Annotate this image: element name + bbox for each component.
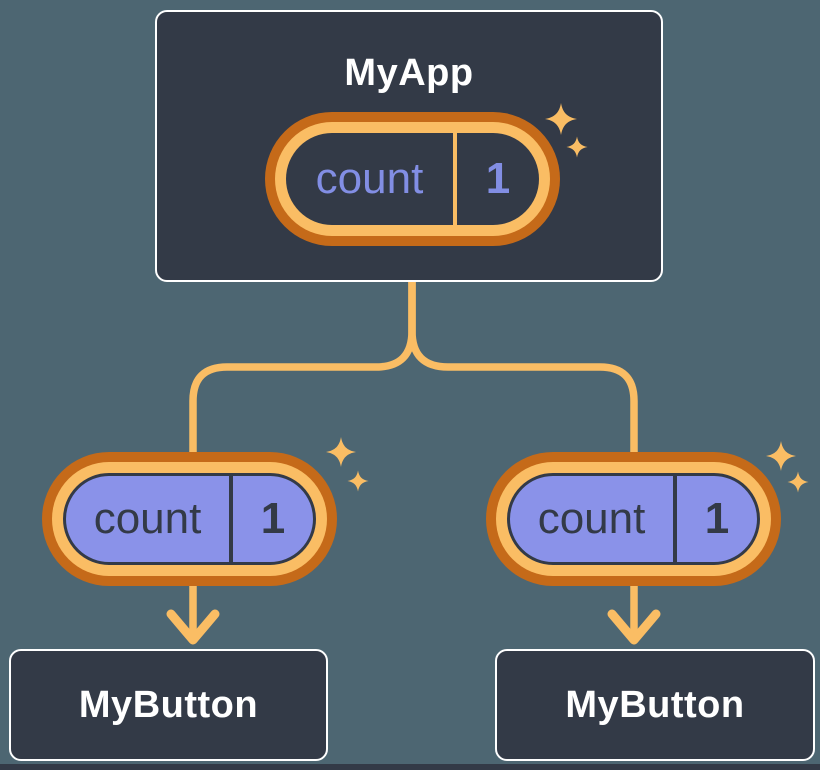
pill-divider — [452, 133, 457, 225]
component-title-myapp: MyApp — [344, 52, 474, 94]
prop-value-label: 1 — [260, 494, 286, 543]
state-value-label: 1 — [485, 154, 511, 203]
branch-right-line — [408, 278, 638, 462]
prop-pill-left: count 1 — [42, 452, 337, 586]
prop-pill-ring: count 1 — [52, 462, 327, 576]
component-box-mybutton-left: MyButton — [9, 649, 328, 761]
state-pill: count 1 — [265, 112, 560, 246]
sparkles-icon-prop-left — [326, 437, 369, 492]
state-pill-ring: count 1 — [275, 122, 550, 236]
branch-left-line — [189, 278, 416, 462]
component-title-mybutton: MyButton — [78, 684, 259, 726]
component-box-mybutton-right: MyButton — [495, 649, 815, 761]
sparkles-icon-prop-right — [766, 441, 809, 493]
component-box-myapp: MyApp count 1 — [155, 10, 663, 282]
arrow-down-left-icon — [166, 609, 220, 645]
prop-pill-right: count 1 — [486, 452, 781, 586]
component-title-mybutton: MyButton — [565, 684, 745, 726]
prop-value-label: 1 — [704, 494, 730, 543]
prop-pill-ring: count 1 — [496, 462, 771, 576]
arrow-down-right-icon — [607, 609, 661, 645]
bottom-edge-strip — [0, 764, 820, 770]
prop-name-label: count — [93, 494, 202, 543]
state-name-label: count — [315, 154, 424, 203]
prop-name-label: count — [537, 494, 646, 543]
pill-divider — [673, 476, 678, 562]
pill-divider — [229, 476, 234, 562]
